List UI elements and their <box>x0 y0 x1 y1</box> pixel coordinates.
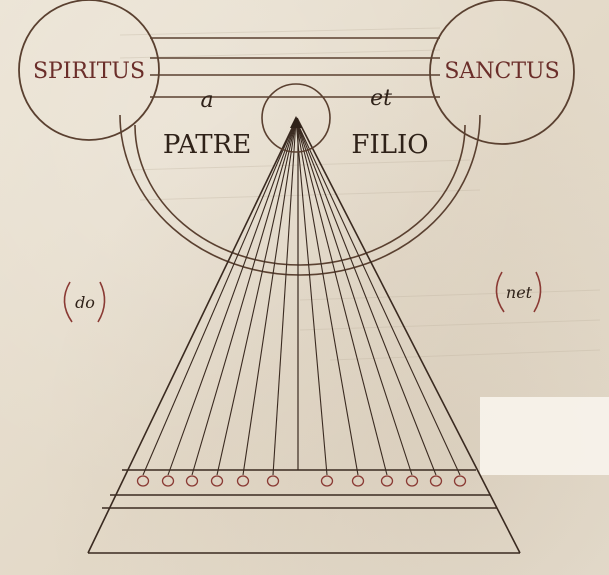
sanctus-circle <box>429 0 575 145</box>
do-label: do <box>75 293 95 312</box>
spiritus-label: SPIRITUS <box>33 59 145 84</box>
ray-line <box>216 119 297 476</box>
bead-circle <box>161 475 175 487</box>
ray-line <box>242 119 297 476</box>
triangle <box>87 117 521 554</box>
filio-label: FILIO <box>351 130 428 160</box>
bead-circle <box>136 475 150 487</box>
apex-point <box>290 116 302 128</box>
a-label: a <box>200 88 213 113</box>
rays <box>142 119 461 476</box>
ray-line <box>295 119 461 476</box>
spiritus-circle <box>18 0 160 141</box>
blank-patch <box>480 397 609 475</box>
net-marginal: net <box>495 271 542 313</box>
ray-line <box>295 119 388 476</box>
ray-line <box>272 119 297 476</box>
net-label: net <box>506 283 533 302</box>
bead-circle <box>210 475 224 487</box>
connecting-bands <box>150 37 440 98</box>
et-label: et <box>370 86 392 111</box>
sanctus-label: SANCTUS <box>444 59 559 84</box>
ray-line <box>295 119 413 476</box>
bead-circle <box>351 475 365 487</box>
ray-line <box>295 119 437 476</box>
ray-line <box>295 119 328 476</box>
bead-circle <box>185 475 199 487</box>
bead-circle <box>453 475 467 487</box>
beads-row <box>136 475 467 487</box>
bead-circle <box>405 475 419 487</box>
bead-circle <box>236 475 250 487</box>
ray-line <box>295 119 359 476</box>
ray-line <box>167 119 297 476</box>
ray-line <box>142 119 297 476</box>
bead-circle <box>429 475 443 487</box>
lower-arcs <box>119 114 481 276</box>
patre-label: PATRE <box>163 130 251 160</box>
bead-circle <box>266 475 280 487</box>
ray-line <box>191 119 297 476</box>
bead-circle <box>320 475 334 487</box>
do-marginal: do <box>63 281 106 323</box>
apex-circle <box>261 83 331 153</box>
bead-circle <box>380 475 394 487</box>
